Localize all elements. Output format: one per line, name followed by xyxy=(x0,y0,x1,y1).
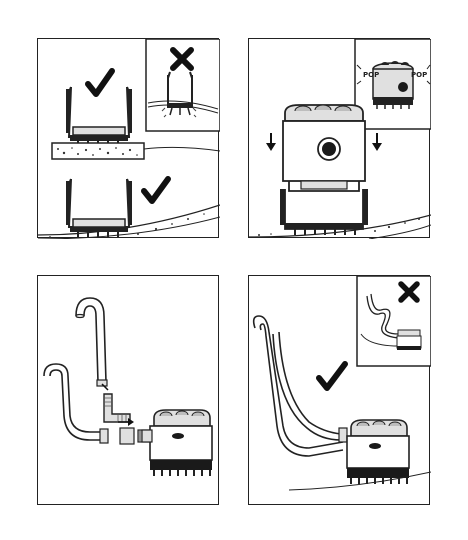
check-icon xyxy=(319,364,345,388)
panel-3-illustration xyxy=(38,276,220,506)
pump-large xyxy=(280,105,368,235)
inset-wrong-mount xyxy=(146,39,220,131)
panel-hose-connection xyxy=(37,275,219,505)
pump-on-block xyxy=(66,87,132,147)
panel-1-illustration xyxy=(38,39,220,239)
pop-label-right: POP xyxy=(411,71,427,79)
check-icon xyxy=(144,179,168,201)
pump-main xyxy=(347,420,409,484)
pump-small-inset xyxy=(397,330,421,350)
hose-correct-routing xyxy=(254,316,347,456)
arrow-down-icon xyxy=(372,133,382,151)
arrow-down-icon xyxy=(266,133,276,151)
panel-mounting-orientation xyxy=(37,38,219,238)
pump-with-outlet xyxy=(142,410,212,476)
pump-small-pop xyxy=(373,61,413,109)
check-icon xyxy=(88,71,112,94)
panel-4-illustration xyxy=(249,276,431,506)
hose-vertical xyxy=(76,298,107,386)
elbow-fitting xyxy=(104,394,130,422)
panel-pressing-lid: POP POP xyxy=(248,38,430,238)
panel-2-illustration: POP POP xyxy=(249,39,431,239)
panel-hose-routing xyxy=(248,275,430,505)
pop-label-left: POP xyxy=(363,71,379,79)
inset-wrong-routing xyxy=(357,276,431,366)
gravel-block xyxy=(52,143,220,159)
